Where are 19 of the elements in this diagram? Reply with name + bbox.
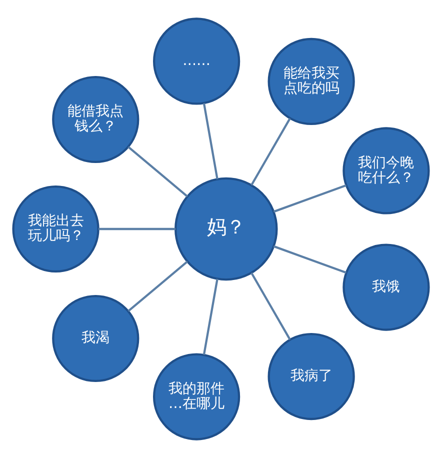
node-circle: 我们今晚吃什么？ — [342, 127, 430, 214]
connector — [250, 272, 290, 340]
connector — [202, 103, 218, 180]
node-circle: 妈？ — [174, 177, 278, 281]
connector — [202, 278, 218, 355]
connector — [127, 260, 188, 312]
node-circle: 我病了 — [267, 332, 354, 420]
node-circle: …… — [152, 18, 240, 105]
node-circle: 我能出去玩儿吗？ — [12, 185, 99, 273]
connector — [272, 245, 346, 274]
connector — [272, 184, 346, 213]
connector — [250, 118, 290, 186]
node-circle: 我渴 — [52, 294, 139, 382]
node-circle: 我饿 — [342, 244, 430, 331]
node-circle: 能借我点钱么？ — [52, 76, 139, 164]
node-circle: 我的那件…在哪儿 — [152, 353, 240, 440]
connector — [127, 146, 188, 198]
node-circle: 能给我买点吃的吗 — [267, 38, 354, 126]
connector — [98, 228, 175, 230]
